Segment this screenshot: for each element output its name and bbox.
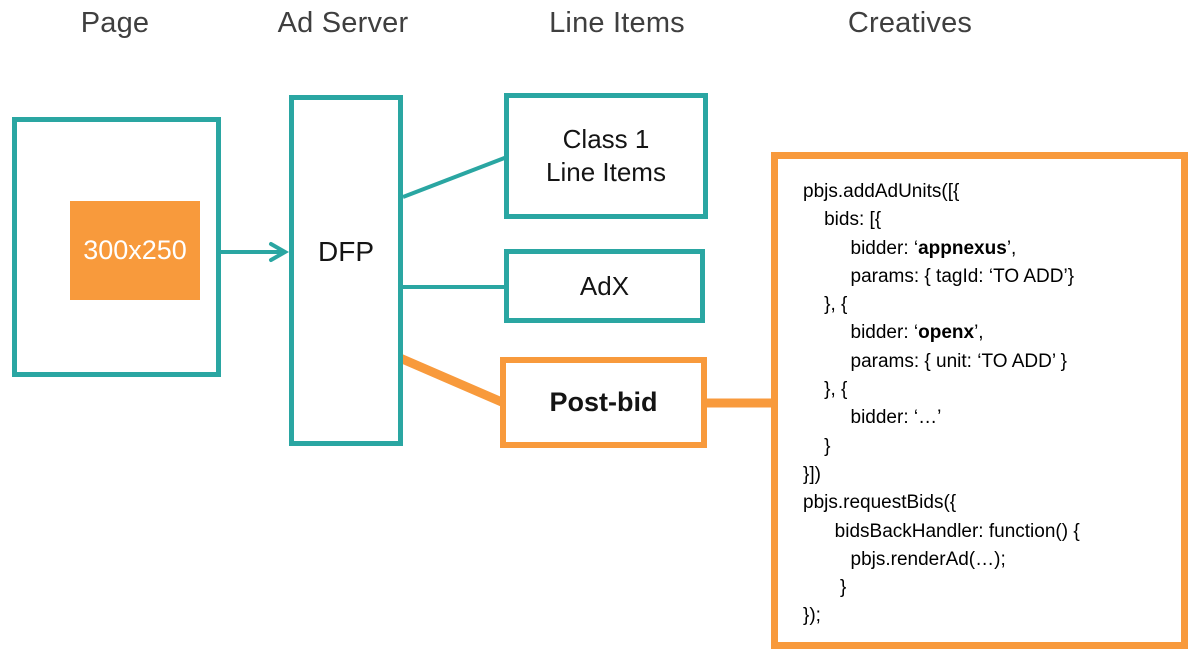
code-line: bids: [{ (803, 209, 882, 231)
code-line: bidder: ‘openx’, (803, 322, 984, 344)
code-line: pbjs.requestBids({ (803, 492, 957, 514)
adx-box: AdX (504, 249, 705, 323)
line-dfp-to-class1 (402, 155, 508, 199)
code-line: pbjs.addAdUnits([{ (803, 181, 960, 202)
code-line: } (803, 435, 831, 457)
postbid-label: Post-bid (549, 387, 658, 417)
column-header-line-items: Line Items (549, 7, 685, 39)
class1-label-line1: Class 1 (562, 124, 650, 154)
ad-slot-300x250: 300x250 (70, 201, 200, 300)
code-line: params: { tagId: ‘TO ADD’} (803, 265, 1075, 287)
dfp-label: DFP (318, 236, 374, 267)
class1-line-items-box: Class 1 Line Items (504, 93, 708, 219)
code-line: pbjs.renderAd(…); (803, 548, 1006, 570)
code-line: bidder: ‘…’ (803, 407, 942, 429)
code-line: bidder: ‘appnexus’, (803, 237, 1017, 259)
class1-label-line2: Line Items (546, 157, 666, 187)
code-block: pbjs.addAdUnits([{ bids: [{ bidder: ‘app… (803, 178, 1173, 631)
dfp-box: DFP (289, 95, 403, 446)
column-header-page: Page (80, 7, 150, 39)
code-line: }, { (803, 379, 848, 401)
postbid-box: Post-bid (500, 357, 707, 448)
line-dfp-to-postbid (398, 353, 506, 408)
column-header-ad-server: Ad Server (277, 7, 409, 39)
code-line: }); (803, 605, 821, 627)
code-line: params: { unit: ‘TO ADD’ } (803, 350, 1068, 372)
code-line: }]) (803, 463, 821, 485)
creatives-code-box: pbjs.addAdUnits([{ bids: [{ bidder: ‘app… (771, 152, 1188, 649)
code-line: }, { (803, 294, 848, 316)
code-line: bidsBackHandler: function() { (803, 520, 1080, 542)
adx-label: AdX (579, 270, 630, 301)
column-header-creatives: Creatives (847, 7, 973, 39)
arrowhead-adslot-to-dfp (269, 242, 290, 262)
code-line: } (803, 577, 847, 599)
ad-slot-label: 300x250 (83, 235, 187, 265)
